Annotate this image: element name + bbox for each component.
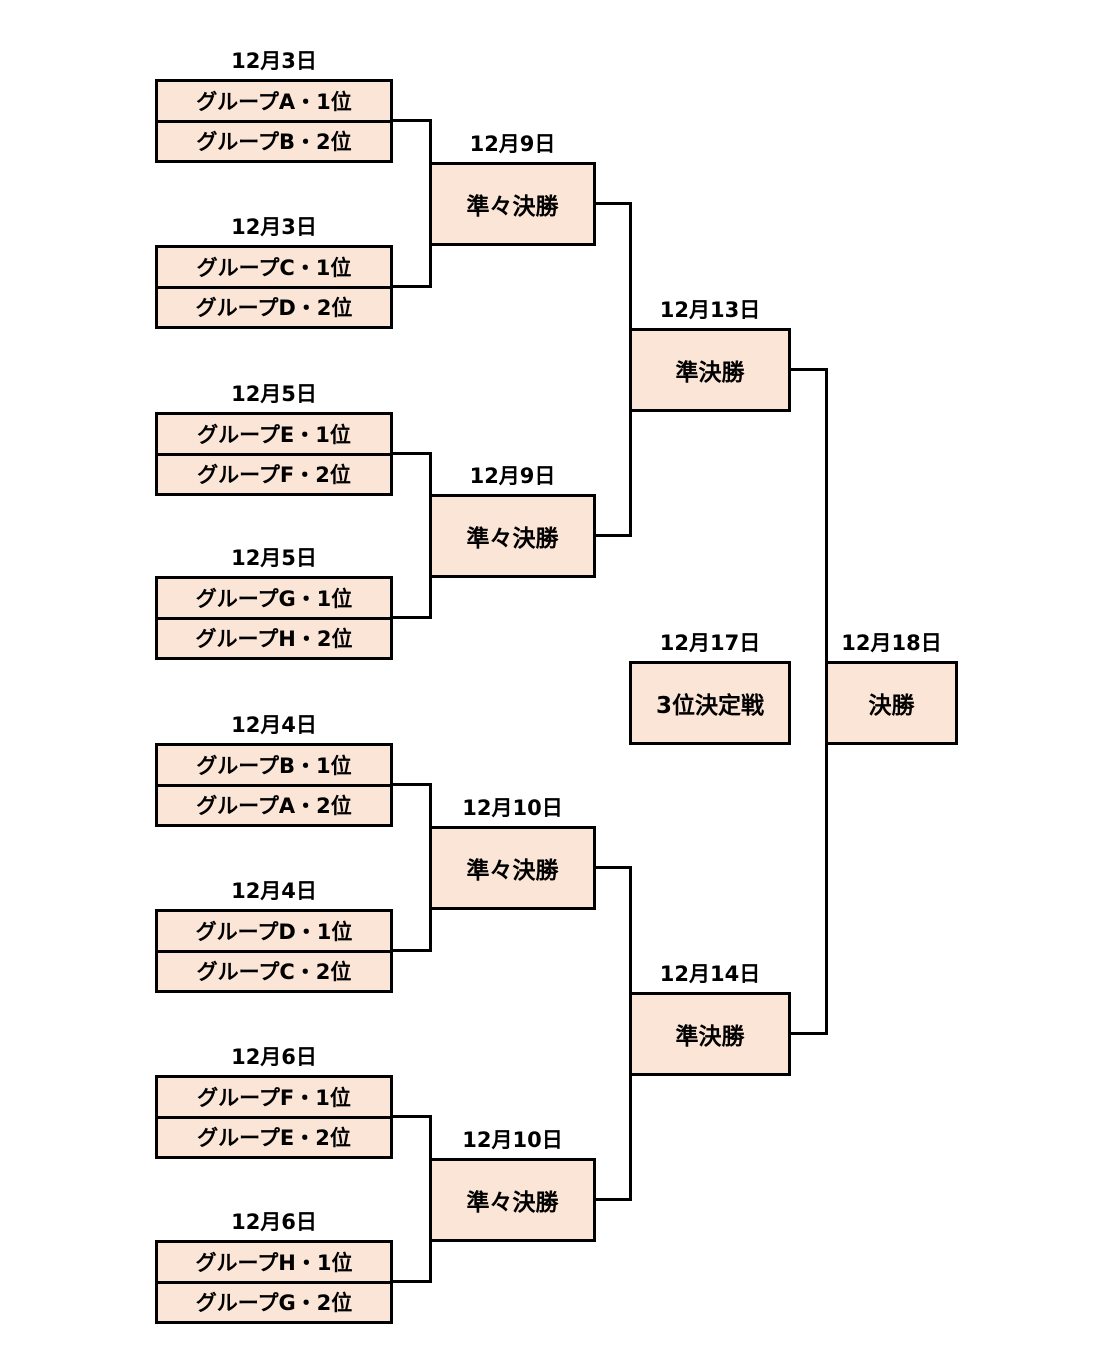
- match-date: 12月10日: [462, 796, 563, 820]
- match-date: 12月5日: [231, 546, 317, 570]
- bracket-connector: [393, 949, 432, 952]
- match-date: 12月10日: [462, 1128, 563, 1152]
- group-slot: グループB・2位: [196, 130, 352, 155]
- match-date: 12月18日: [841, 631, 942, 655]
- bracket-connector: [791, 368, 828, 371]
- group-pair: グループF・1位 グループE・2位: [155, 1075, 393, 1159]
- match-date: 12月3日: [231, 49, 317, 73]
- quarterfinal-box: 準々決勝: [429, 826, 596, 910]
- third-place-box: 3位決定戦: [629, 661, 791, 745]
- group-slot: グループH・1位: [158, 1243, 390, 1284]
- group-pair: グループG・1位 グループH・2位: [155, 576, 393, 660]
- match-date: 12月4日: [231, 879, 317, 903]
- bracket-connector: [393, 285, 432, 288]
- group-slot: グループE・1位: [158, 415, 390, 456]
- group-pair: グループH・1位 グループG・2位: [155, 1240, 393, 1324]
- match-date: 12月5日: [231, 382, 317, 406]
- group-pair: グループB・1位 グループA・2位: [155, 743, 393, 827]
- bracket-connector: [596, 202, 632, 205]
- group-slot: グループA・1位: [158, 82, 390, 123]
- quarterfinal-box: 準々決勝: [429, 494, 596, 578]
- match-date: 12月6日: [231, 1210, 317, 1234]
- group-pair: グループA・1位 グループB・2位: [155, 79, 393, 163]
- bracket-connector: [393, 1280, 432, 1283]
- bracket-connector: [596, 866, 632, 869]
- final-box: 決勝: [825, 661, 958, 745]
- bracket-connector: [596, 534, 632, 537]
- group-slot: グループB・1位: [158, 746, 390, 787]
- match-date: 12月9日: [469, 464, 556, 488]
- group-slot: グループA・2位: [196, 794, 352, 819]
- group-pair: グループD・1位 グループC・2位: [155, 909, 393, 993]
- group-slot: グループC・2位: [196, 960, 352, 985]
- quarterfinal-box: 準々決勝: [429, 162, 596, 246]
- group-slot: グループG・1位: [158, 579, 390, 620]
- match-date: 12月14日: [659, 962, 761, 986]
- match-date: 12月3日: [231, 215, 317, 239]
- group-slot: グループF・2位: [197, 463, 351, 488]
- group-slot: グループG・2位: [195, 1291, 353, 1316]
- group-slot: グループH・2位: [195, 627, 353, 652]
- match-date: 12月13日: [659, 298, 761, 322]
- group-slot: グループD・1位: [158, 912, 390, 953]
- bracket-connector: [393, 119, 432, 122]
- group-pair: グループE・1位 グループF・2位: [155, 412, 393, 496]
- group-slot: グループF・1位: [158, 1078, 390, 1119]
- bracket-connector: [393, 1115, 432, 1118]
- semifinal-box: 準決勝: [629, 992, 791, 1076]
- group-pair: グループC・1位 グループD・2位: [155, 245, 393, 329]
- group-slot: グループC・1位: [158, 248, 390, 289]
- match-date: 12月9日: [469, 132, 556, 156]
- bracket-connector: [393, 452, 432, 455]
- bracket-connector: [596, 1198, 632, 1201]
- group-slot: グループE・2位: [197, 1126, 351, 1151]
- bracket-connector: [393, 783, 432, 786]
- semifinal-box: 準決勝: [629, 328, 791, 412]
- bracket-connector: [791, 1032, 828, 1035]
- match-date: 12月6日: [231, 1045, 317, 1069]
- quarterfinal-box: 準々決勝: [429, 1158, 596, 1242]
- group-slot: グループD・2位: [195, 296, 353, 321]
- match-date: 12月17日: [659, 631, 761, 655]
- match-date: 12月4日: [231, 713, 317, 737]
- bracket-connector: [393, 616, 432, 619]
